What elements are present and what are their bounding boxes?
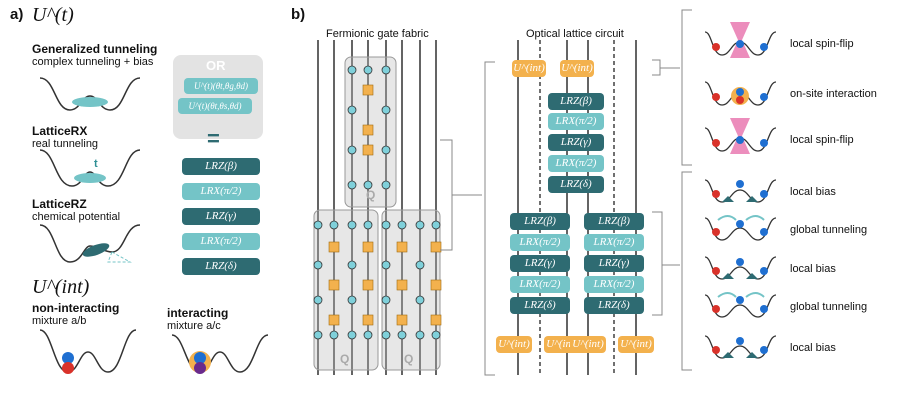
b-left-gate-3: LRZ(γ)	[510, 255, 570, 272]
right-label-1: local spin-flip	[790, 38, 854, 50]
fabric-title: Fermionic gate fabric	[326, 28, 429, 40]
or-label: OR	[206, 58, 226, 73]
right-label-3: local spin-flip	[790, 134, 854, 146]
b-right-gate-1: LRZ(β)	[584, 213, 644, 230]
spin-up-nonint	[62, 352, 74, 364]
well-rx	[39, 149, 141, 187]
b-right-gate-2: LRX(π/2)	[584, 234, 644, 251]
uint-bottom-1: U^(int)	[496, 336, 532, 353]
rz-desc: chemical potential	[32, 211, 121, 223]
right-label-7: global tunneling	[790, 301, 868, 313]
blob-gen	[72, 97, 108, 107]
right-label-5: global tunneling	[790, 224, 868, 236]
nonint-title: non-interacting	[32, 301, 120, 315]
b-center-gate-2: LRX(π/2)	[548, 113, 604, 130]
q-label-right: Q	[404, 352, 414, 366]
b-center-gate-5: LRZ(δ)	[548, 176, 604, 193]
a-gate-lrx-1: LRX(π/2)	[182, 183, 260, 200]
right-label-2: on-site interaction	[790, 88, 877, 100]
b-right-gate-4: LRX(π/2)	[584, 276, 644, 293]
panel-b-label: b)	[291, 6, 306, 23]
right-label-6: local bias	[790, 263, 836, 275]
u-box-gate-1: U^(t)(θt,θg,θd)	[184, 78, 258, 94]
well-rz	[39, 224, 141, 263]
b-center-gate-3: LRZ(γ)	[548, 134, 604, 151]
b-right-gate-3: LRZ(γ)	[584, 255, 644, 272]
blob-rz	[82, 243, 110, 257]
nonint-desc: mixture a/b	[32, 315, 87, 327]
right-label-4: local bias	[790, 186, 836, 198]
gen-desc: complex tunneling + bias	[32, 56, 154, 68]
a-gate-lrz-gamma: LRZ(γ)	[182, 208, 260, 225]
a-gate-lrz-delta: LRZ(δ)	[182, 258, 260, 275]
int-desc: mixture a/c	[167, 320, 221, 332]
b-right-gate-5: LRZ(δ)	[584, 297, 644, 314]
b-center-gate-4: LRX(π/2)	[548, 155, 604, 172]
rz-triangle	[107, 251, 132, 263]
rx-desc: real tunneling	[32, 138, 99, 150]
a-gate-lrx-2: LRX(π/2)	[182, 233, 260, 250]
spin-up-int	[194, 352, 206, 364]
b-left-gate-1: LRZ(β)	[510, 213, 570, 230]
rx-t-label: t	[94, 158, 98, 170]
b-left-gate-4: LRX(π/2)	[510, 276, 570, 293]
u-int-title: U^(int)	[32, 276, 90, 298]
uint-bottom-3: U^(int)	[570, 336, 606, 353]
uint-top-1: U^(int)	[512, 60, 546, 77]
well-gen	[39, 77, 141, 111]
right-label-8: local bias	[790, 342, 836, 354]
spin-down-int	[194, 362, 206, 374]
uint-top-2: U^(int)	[560, 60, 594, 77]
well-nonint	[39, 329, 137, 373]
int-title: interacting	[167, 306, 229, 320]
well-int	[171, 334, 269, 373]
gen-title: Generalized tunneling	[32, 42, 158, 56]
b-left-gate-2: LRX(π/2)	[510, 234, 570, 251]
equals-sign: =	[207, 126, 220, 151]
b-center-gate-1: LRZ(β)	[548, 93, 604, 110]
u-t-title: U^(t)	[32, 4, 74, 26]
a-gate-lrz-beta: LRZ(β)	[182, 158, 260, 175]
b-left-gate-5: LRZ(δ)	[510, 297, 570, 314]
optical-title: Optical lattice circuit	[526, 28, 624, 40]
blob-rx	[74, 173, 106, 183]
q-label-top: Q	[366, 188, 376, 202]
uint-bottom-4: U^(int)	[618, 336, 654, 353]
panel-a-label: a)	[10, 6, 24, 23]
or-box	[173, 55, 263, 139]
u-box-gate-2: U^(t)(θt,θs,θd)	[178, 98, 252, 114]
rx-title: LatticeRX	[32, 124, 88, 138]
rz-title: LatticeRZ	[32, 197, 87, 211]
spin-down-nonint	[62, 362, 74, 374]
q-label-left: Q	[340, 352, 350, 366]
